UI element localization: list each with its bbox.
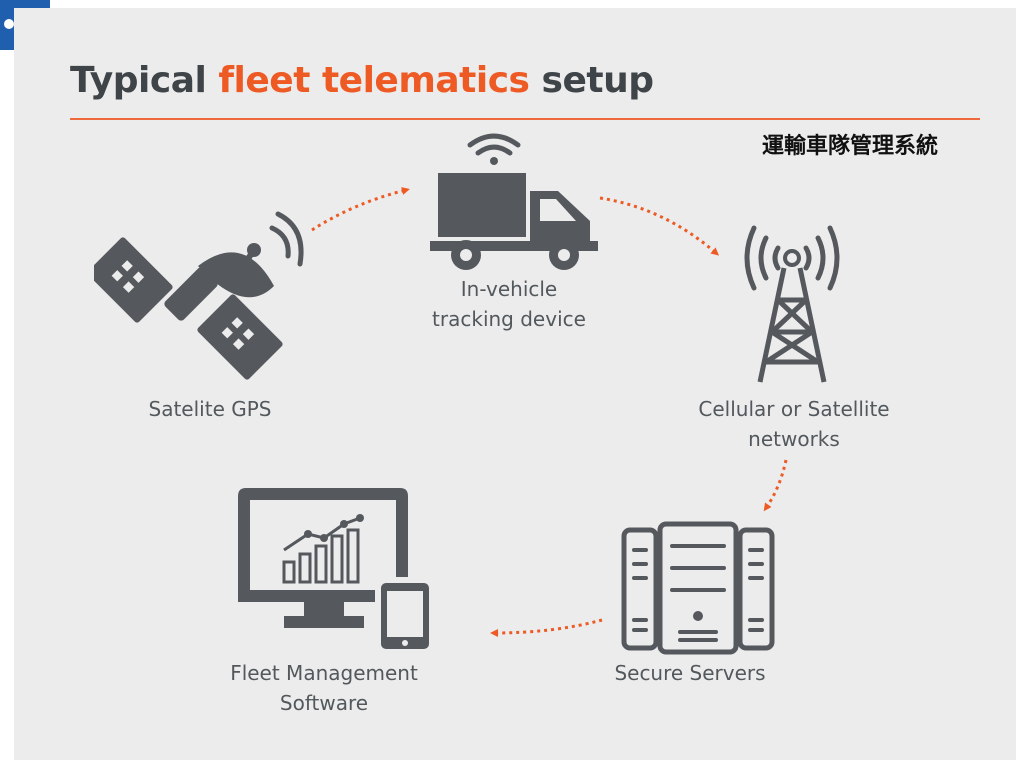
node-label-line: networks [748, 427, 840, 451]
title-suffix: setup [541, 60, 654, 101]
node-label-line: Fleet Management [230, 661, 418, 685]
monitor-tablet-icon [238, 488, 435, 654]
cell-tower-icon [744, 225, 840, 383]
page-title: Typical fleet telematics setup [70, 60, 654, 101]
flow-arrows [311, 187, 788, 637]
arrow-gps-to-vehicle [311, 187, 410, 232]
node-label-line: Cellular or Satellite [698, 397, 890, 421]
node-label-line: Satelite GPS [148, 397, 272, 421]
node-label-software: Fleet Management Software [194, 658, 454, 718]
node-label-line: Secure Servers [614, 661, 766, 685]
logo-mark-icon [4, 19, 14, 29]
cjk-subtitle: 運輸車隊管理系統 [762, 134, 939, 159]
satellite-icon [94, 211, 304, 380]
arrow-network-to-servers [763, 459, 788, 512]
arrow-vehicle-to-network [599, 196, 720, 256]
node-label-vehicle: In-vehicle tracking device [404, 274, 614, 334]
title-prefix: Typical [70, 60, 207, 101]
server-icon [621, 521, 775, 655]
node-label-line: tracking device [432, 307, 586, 331]
truck-icon [430, 133, 598, 270]
node-label-gps: Satelite GPS [110, 394, 310, 424]
node-label-servers: Secure Servers [580, 658, 800, 688]
diagram-panel: Typical fleet telematics setup 運輸車隊管理系統 [14, 8, 1016, 760]
node-label-network: Cellular or Satellite networks [664, 394, 924, 454]
title-highlight: fleet telematics [218, 60, 530, 101]
node-label-line: In-vehicle [460, 277, 558, 301]
arrow-servers-to-software [490, 618, 603, 637]
node-label-line: Software [279, 691, 369, 715]
title-divider [70, 118, 980, 120]
